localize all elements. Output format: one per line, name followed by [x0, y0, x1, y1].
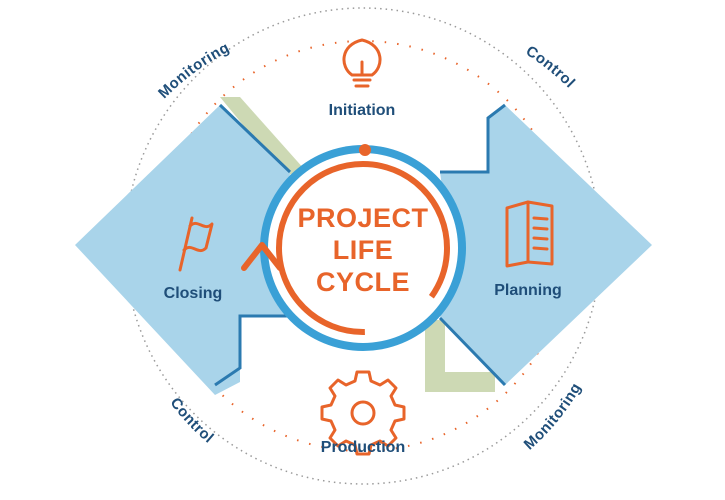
document-icon: [505, 200, 554, 268]
stage-label-closing: Closing: [164, 285, 223, 302]
cycle-arrowhead: [241, 242, 283, 271]
center-title-line3: CYCLE: [316, 267, 410, 297]
cycle-arrow-ring: [276, 161, 450, 335]
flag-icon: [178, 216, 214, 272]
center-title-line1: PROJECT: [297, 203, 428, 233]
stage-label-initiation: Initiation: [329, 102, 396, 119]
arc-label-bottom-right: Monitoring: [521, 380, 585, 453]
stage-label-production: Production: [321, 439, 405, 456]
arc-label-bottom-left: Control: [167, 394, 218, 446]
olive-shadow-bottom: [425, 320, 495, 392]
arc-label-top-right: Control: [523, 43, 579, 92]
gear-icon: [320, 370, 406, 456]
center-white-disc: [268, 153, 458, 343]
cycle-start-dot: [359, 144, 371, 156]
planning-panel-bottom-edge: [438, 316, 507, 387]
center-title-line2: LIFE: [333, 235, 394, 265]
closing-panel-top-edge: [218, 103, 292, 174]
olive-shadow-top: [220, 97, 305, 176]
lightbulb-icon: [342, 38, 382, 88]
stage-label-planning: Planning: [494, 282, 562, 299]
planning-panel-step-edge: [440, 103, 506, 174]
closing-panel-step-edge: [214, 314, 292, 387]
planning-panel: [440, 105, 652, 385]
arc-label-top-left: Monitoring: [155, 39, 232, 102]
